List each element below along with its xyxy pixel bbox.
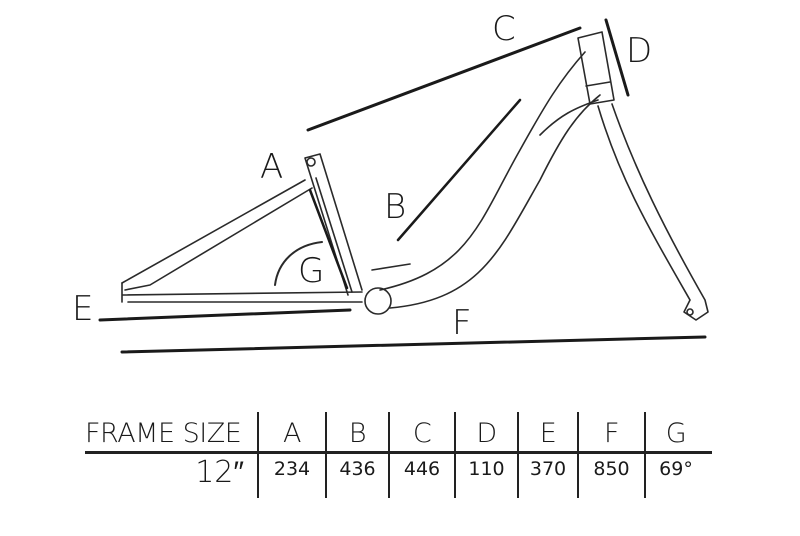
column-divider <box>257 412 259 498</box>
dimension-e-line <box>98 308 352 322</box>
label-a: A <box>260 147 283 187</box>
label-g: G <box>298 251 324 291</box>
dimension-c-line <box>306 26 582 132</box>
header-f: F <box>603 418 620 449</box>
bike-frame-diagram: A B C D E F G <box>72 9 709 354</box>
dropout <box>686 308 694 316</box>
column-divider <box>644 412 646 498</box>
dimension-d-line <box>604 18 630 97</box>
value-b: 436 <box>339 458 376 480</box>
top-tube <box>371 99 599 271</box>
header-b: B <box>348 418 367 449</box>
value-f: 850 <box>593 458 630 480</box>
label-f: F <box>452 303 472 343</box>
chain-stay <box>121 282 363 303</box>
value-e: 370 <box>529 458 567 480</box>
seat-clamp <box>306 157 316 167</box>
dimension-f-line <box>120 335 707 354</box>
label-d: D <box>626 31 652 71</box>
seat-stay <box>121 179 313 291</box>
value-a: 234 <box>273 458 311 480</box>
column-divider <box>388 412 390 498</box>
label-e: E <box>72 289 93 329</box>
dimension-a-line <box>308 188 349 290</box>
label-b: B <box>384 187 406 227</box>
column-divider <box>517 412 519 498</box>
dimension-b-line <box>396 98 522 242</box>
head-tube <box>577 31 615 105</box>
header-a: A <box>283 418 301 449</box>
table-divider <box>85 451 712 454</box>
fork <box>597 103 709 321</box>
header-g: G <box>665 418 687 449</box>
value-d: 110 <box>468 458 505 480</box>
bottom-bracket <box>364 287 392 315</box>
down-tube <box>379 51 601 309</box>
header-c: C <box>412 418 432 449</box>
frame-size-value: 12″ <box>195 455 244 490</box>
header-frame-size: FRAME SIZE <box>85 418 242 449</box>
header-d: D <box>476 418 497 449</box>
value-g: 69° <box>659 458 693 480</box>
header-e: E <box>539 418 557 449</box>
value-c: 446 <box>403 458 441 480</box>
label-c: C <box>492 9 516 49</box>
angle-g-arc <box>274 241 323 286</box>
column-divider <box>454 412 456 498</box>
column-divider <box>325 412 327 498</box>
column-divider <box>577 412 579 498</box>
